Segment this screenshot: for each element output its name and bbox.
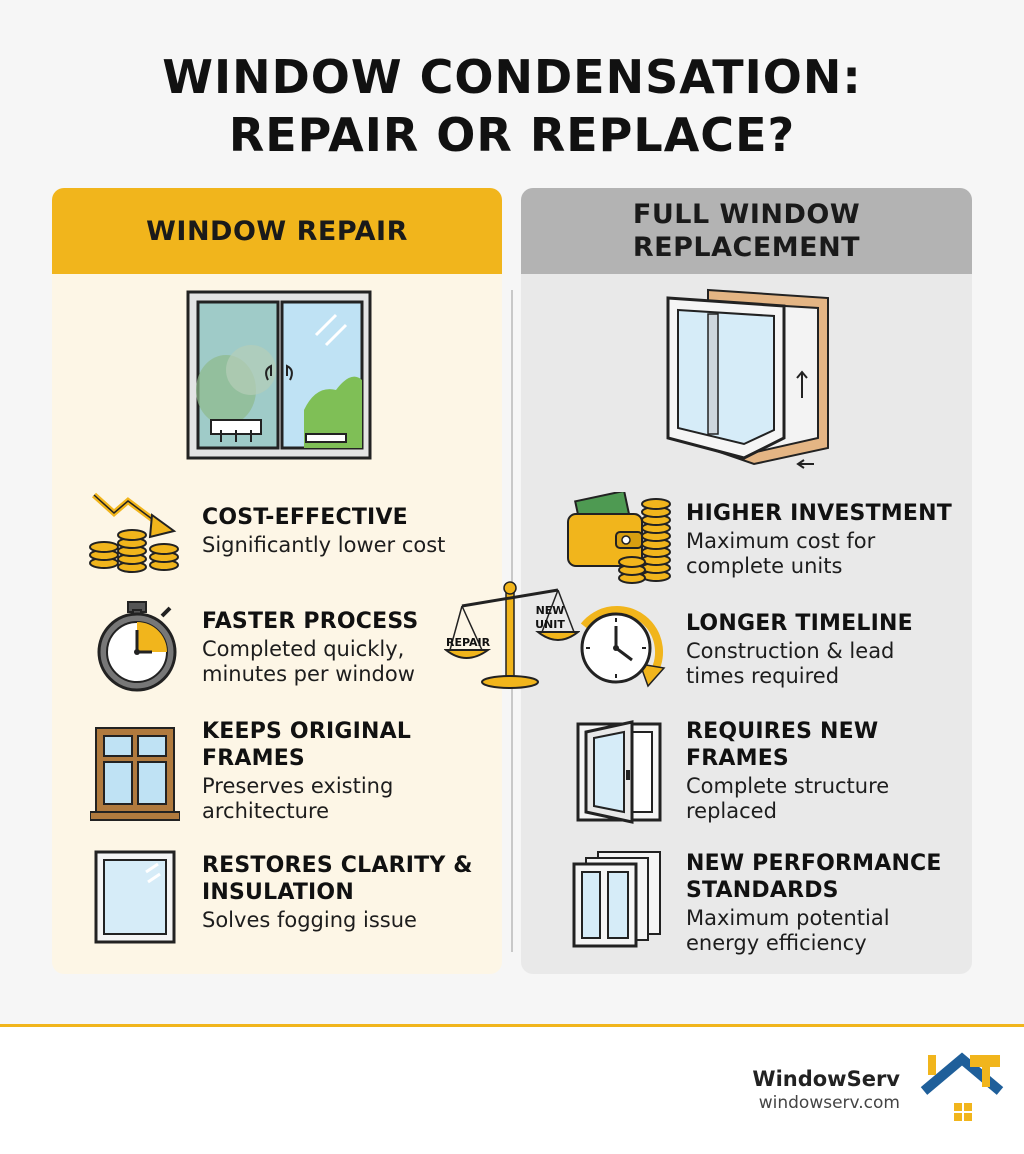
- open-window-icon: [576, 720, 662, 824]
- feature-desc: Solves fogging issue: [202, 908, 417, 932]
- feature-desc: Maximum potential energy efficiency: [686, 906, 890, 955]
- coins-down-icon: [89, 492, 179, 573]
- feature-desc: Maximum cost for complete units: [686, 529, 876, 578]
- house-logo-icon: [920, 1052, 1004, 1121]
- feature-title: RESTORES CLARITY & INSULATION: [202, 853, 473, 905]
- page-title: WINDOW CONDENSATION: REPAIR OR REPLACE?: [0, 48, 1024, 164]
- replacement-frames-icon: [666, 288, 829, 469]
- replacement-heading-text: FULL WINDOW REPLACEMENT: [632, 199, 861, 263]
- foggy-window-icon: [186, 290, 372, 460]
- feature-title: HIGHER INVESTMENT: [686, 501, 952, 526]
- feature-title: NEW PERFORMANCE STANDARDS: [686, 851, 942, 903]
- clock-arrow-icon: [580, 606, 666, 688]
- stopwatch-icon: [97, 601, 177, 692]
- repair-feature-4: RESTORES CLARITY & INSULATION Solves fog…: [202, 852, 482, 933]
- title-line-1: WINDOW CONDENSATION:: [162, 50, 862, 104]
- feature-title: LONGER TIMELINE: [686, 611, 913, 636]
- replacement-feature-2: LONGER TIMELINE Construction & lead time…: [686, 610, 956, 689]
- clear-pane-icon: [94, 850, 176, 944]
- scale-label-new: NEW: [536, 604, 565, 617]
- feature-desc: Preserves existing architecture: [202, 774, 394, 823]
- feature-title: FASTER PROCESS: [202, 609, 419, 634]
- repair-feature-1: COST-EFFECTIVE Significantly lower cost: [202, 504, 492, 558]
- scale-label-unit: UNIT: [535, 618, 565, 631]
- feature-desc: Completed quickly, minutes per window: [202, 637, 415, 686]
- replacement-heading: FULL WINDOW REPLACEMENT: [521, 188, 972, 274]
- feature-title: COST-EFFECTIVE: [202, 505, 408, 530]
- scale-label-repair: REPAIR: [446, 636, 491, 649]
- brand-name: WindowServ: [752, 1067, 900, 1091]
- repair-feature-3: KEEPS ORIGINAL FRAMES Preserves existing…: [202, 718, 462, 824]
- brand-url[interactable]: windowserv.com: [758, 1093, 900, 1113]
- feature-title: REQUIRES NEW FRAMES: [686, 719, 879, 771]
- wallet-coins-icon: [567, 492, 671, 584]
- title-line-2: REPAIR OR REPLACE?: [228, 108, 796, 162]
- original-frame-icon: [90, 727, 180, 821]
- feature-desc: Construction & lead times required: [686, 639, 895, 688]
- repair-heading: WINDOW REPAIR: [52, 188, 502, 274]
- feature-desc: Complete structure replaced: [686, 774, 890, 823]
- footer-divider: [0, 1024, 1024, 1027]
- repair-feature-2: FASTER PROCESS Completed quickly, minute…: [202, 608, 452, 687]
- footer: WindowServ windowserv.com: [0, 1027, 1024, 1154]
- feature-desc: Significantly lower cost: [202, 533, 446, 557]
- replacement-feature-4: NEW PERFORMANCE STANDARDS Maximum potent…: [686, 850, 966, 956]
- replacement-feature-1: HIGHER INVESTMENT Maximum cost for compl…: [686, 500, 966, 579]
- replacement-feature-3: REQUIRES NEW FRAMES Complete structure r…: [686, 718, 956, 824]
- feature-title: KEEPS ORIGINAL FRAMES: [202, 719, 412, 771]
- balance-scale-icon: REPAIR NEW UNIT: [444, 581, 580, 689]
- layered-panes-icon: [572, 851, 661, 948]
